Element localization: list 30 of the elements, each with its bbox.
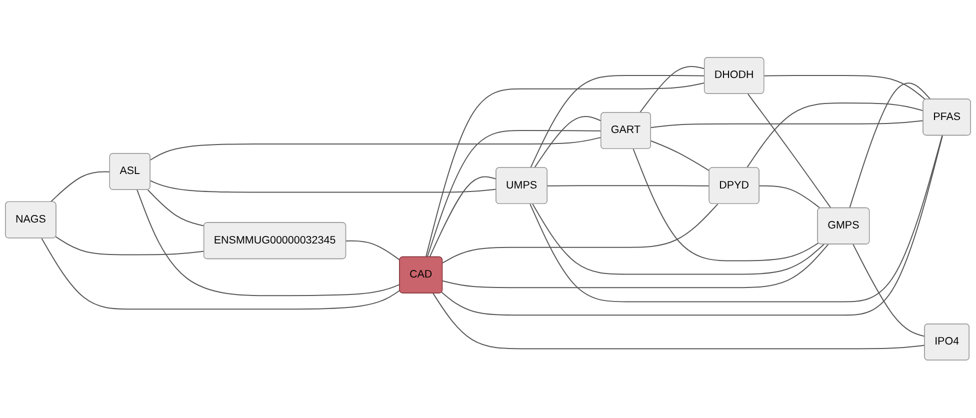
connector — [746, 102, 924, 168]
connector — [432, 293, 925, 350]
connector — [650, 140, 710, 172]
connector — [50, 172, 110, 203]
connector — [650, 120, 924, 128]
connector — [426, 130, 602, 258]
connector — [150, 180, 496, 194]
connector — [147, 190, 204, 227]
connector — [748, 94, 832, 209]
connector — [764, 75, 926, 100]
connector — [632, 149, 819, 262]
connector — [547, 185, 710, 187]
connector — [56, 236, 204, 256]
connector — [530, 136, 943, 302]
connector — [150, 137, 602, 161]
connector — [759, 186, 821, 209]
connector — [532, 204, 824, 275]
connector — [425, 82, 705, 258]
connector — [441, 136, 943, 316]
connector — [136, 190, 400, 296]
connector — [346, 240, 400, 261]
connector — [442, 204, 718, 264]
connector — [41, 238, 400, 310]
connector — [442, 244, 829, 288]
connector — [852, 244, 925, 338]
connector — [530, 75, 705, 168]
connector — [639, 66, 705, 114]
connector — [429, 176, 496, 258]
connector — [849, 82, 931, 208]
connector — [534, 116, 602, 168]
